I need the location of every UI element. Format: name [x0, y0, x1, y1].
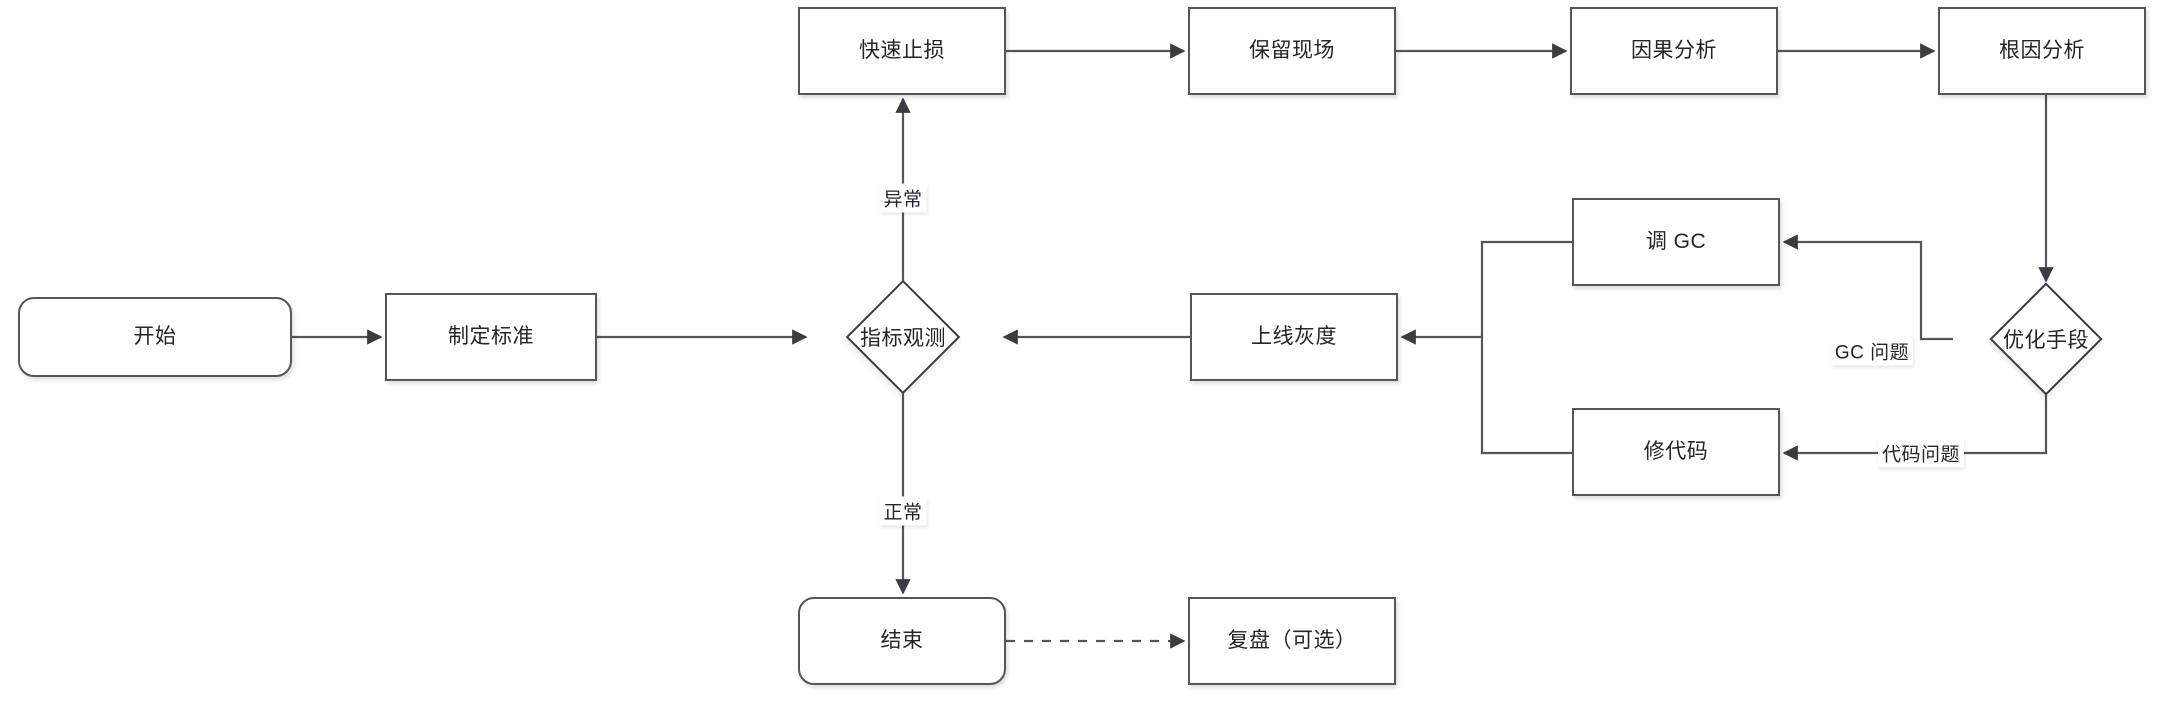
- node-rootcause-label: 根因分析: [1999, 39, 2085, 63]
- node-end-label: 结束: [880, 629, 924, 653]
- node-optimize-label: 优化手段: [2003, 329, 2089, 352]
- edge-tunegc-to-grayscale: [1480, 240, 1572, 337]
- edge-fixcode-to-grayscale: [1480, 337, 1572, 455]
- node-tune-gc[interactable]: 调 GC: [1572, 198, 1780, 286]
- node-causal[interactable]: 因果分析: [1570, 7, 1778, 95]
- node-causal-label: 因果分析: [1631, 39, 1717, 63]
- node-rootcause[interactable]: 根因分析: [1938, 7, 2146, 95]
- node-observe-label: 指标观测: [860, 327, 946, 350]
- node-review[interactable]: 复盘（可选）: [1188, 597, 1396, 685]
- node-standard-label: 制定标准: [448, 325, 534, 349]
- node-preserve-label: 保留现场: [1249, 39, 1335, 63]
- node-review-label: 复盘（可选）: [1227, 629, 1357, 653]
- node-start[interactable]: 开始: [18, 297, 292, 377]
- node-fix-code-label: 修代码: [1643, 440, 1709, 464]
- node-start-label: 开始: [133, 325, 177, 349]
- node-tune-gc-label: 调 GC: [1645, 230, 1707, 254]
- edge-label-gc-problem: GC 问题: [1830, 336, 1914, 366]
- node-stoploss-label: 快速止损: [859, 39, 945, 63]
- edge-label-abnormal: 异常: [879, 183, 927, 213]
- node-stoploss[interactable]: 快速止损: [798, 7, 1006, 95]
- node-end[interactable]: 结束: [798, 597, 1006, 685]
- node-standard[interactable]: 制定标准: [385, 293, 597, 381]
- node-optimize[interactable]: 优化手段: [1953, 282, 2139, 396]
- node-grayscale-release-label: 上线灰度: [1251, 325, 1337, 349]
- node-observe[interactable]: 指标观测: [810, 279, 996, 395]
- edge-optimize-to-tunegc: [1782, 234, 1953, 341]
- edge-label-code-problem: 代码问题: [1877, 438, 1965, 468]
- node-preserve[interactable]: 保留现场: [1188, 7, 1396, 95]
- node-grayscale-release[interactable]: 上线灰度: [1190, 293, 1398, 381]
- edge-label-normal: 正常: [879, 496, 927, 526]
- node-fix-code[interactable]: 修代码: [1572, 408, 1780, 496]
